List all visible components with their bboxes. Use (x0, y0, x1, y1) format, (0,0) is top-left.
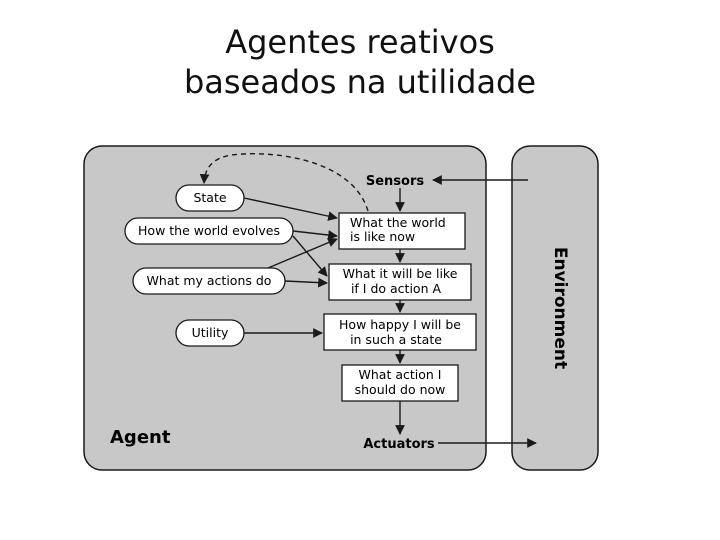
world-evolves-label: How the world evolves (138, 223, 280, 238)
world-now-line-1: What the world (350, 215, 446, 230)
actions-do-label: What my actions do (147, 273, 272, 288)
evolves-to-world-now-arrow (292, 230, 338, 240)
happiness-box (323, 313, 477, 351)
title-line-1: Agentes reativos (225, 23, 495, 61)
evolves-to-action-result-arrow (292, 235, 328, 277)
environment-panel (511, 145, 599, 471)
environment-label: Environment (550, 247, 570, 369)
agent-panel (83, 145, 487, 471)
action-now-line-2: should do now (355, 382, 446, 397)
happiness-line-2: in such a state (350, 332, 442, 347)
world-now-box (338, 212, 466, 250)
slide-title: Agentes reativos baseados na utilidade (0, 22, 720, 102)
action-result-line-2: if I do action A (351, 281, 442, 296)
actuators-label: Actuators (363, 437, 435, 452)
action-now-line-1: What action I (359, 367, 442, 382)
state-to-world-now-arrow (243, 197, 338, 221)
state-feedback-arrow (199, 153, 369, 212)
title-line-2: baseados na utilidade (183, 63, 537, 101)
agent-label: Agent (110, 427, 171, 448)
happiness-line-1: How happy I will be (339, 317, 461, 332)
actions-do-to-action-result-arrow (284, 277, 328, 288)
sensors-label: Sensors (366, 174, 425, 189)
action-result-box (328, 263, 472, 301)
actions-do-to-world-now-arrow (267, 237, 338, 269)
action-result-line-1: What it will be like (343, 266, 458, 281)
state-label: State (193, 190, 226, 205)
action-now-box (341, 364, 459, 402)
world-now-line-2: is like now (350, 229, 415, 244)
utility-label: Utility (192, 325, 229, 340)
